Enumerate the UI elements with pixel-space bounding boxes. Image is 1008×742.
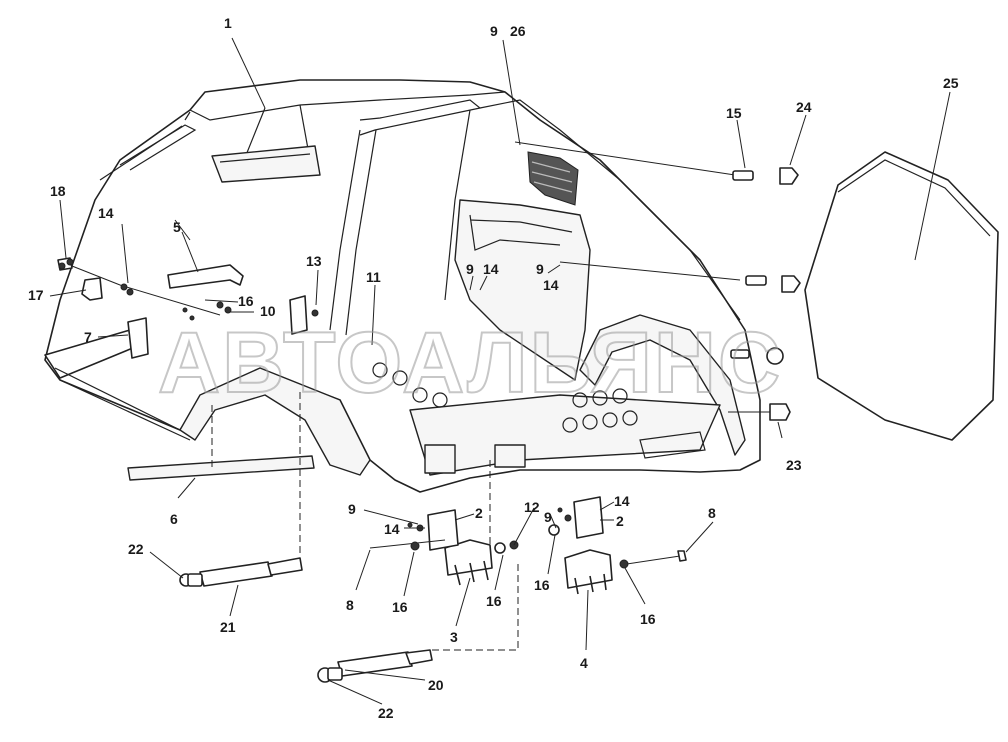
callout-16-left: 16 xyxy=(392,599,408,615)
callout-leader-lines xyxy=(49,37,951,705)
callout-16-right-a: 16 xyxy=(534,577,550,593)
left-latch-assembly xyxy=(57,257,221,321)
seal-strip xyxy=(127,455,315,481)
callout-labels: 1 9 26 25 15 24 18 14 5 17 16 10 13 11 7… xyxy=(28,15,959,721)
callout-8-left: 8 xyxy=(346,597,354,613)
callout-25: 25 xyxy=(943,75,959,91)
hinge-blocks xyxy=(127,295,319,359)
callout-24: 24 xyxy=(796,99,812,115)
callout-22-upper: 22 xyxy=(128,541,144,557)
callout-1: 1 xyxy=(224,15,232,31)
callout-2-bracket-left: 2 xyxy=(475,505,483,521)
callout-14-bracket-left: 14 xyxy=(384,521,400,537)
assembly-dashed-lines xyxy=(211,392,519,651)
callout-4: 4 xyxy=(580,655,588,671)
window-fasteners xyxy=(514,141,801,421)
callout-14-window-right: 14 xyxy=(543,277,559,293)
callout-10: 10 xyxy=(260,303,276,319)
side-window-panel xyxy=(804,151,999,441)
gas-strut-upper xyxy=(179,557,303,587)
callout-11: 11 xyxy=(366,269,381,285)
callout-9-bracket-right: 9 xyxy=(544,509,552,525)
callout-7: 7 xyxy=(84,329,92,345)
callout-26: 26 xyxy=(510,23,526,39)
callout-14-window-left: 14 xyxy=(483,261,499,277)
callout-22-lower: 22 xyxy=(378,705,394,721)
vent-grille xyxy=(527,151,579,206)
lower-hinge-bracket-right xyxy=(548,496,687,595)
callout-23: 23 xyxy=(786,457,802,473)
hood-body xyxy=(44,79,761,493)
callout-17: 17 xyxy=(28,287,44,303)
callout-18: 18 xyxy=(50,183,66,199)
grab-handle xyxy=(167,219,244,289)
callout-5: 5 xyxy=(173,219,181,235)
callout-8-right: 8 xyxy=(708,505,716,521)
callout-9: 9 xyxy=(490,23,498,39)
callout-14-bracket-right: 14 xyxy=(614,493,630,509)
callout-9-bracket-left: 9 xyxy=(348,501,356,517)
callout-16-right-b: 16 xyxy=(640,611,656,627)
callout-2-bracket-right: 2 xyxy=(616,513,624,529)
callout-9-window-right: 9 xyxy=(536,261,544,277)
callout-3: 3 xyxy=(450,629,458,645)
callout-14: 14 xyxy=(98,205,114,221)
callout-16: 16 xyxy=(238,293,254,309)
front-panel-holes xyxy=(372,362,638,433)
callout-9-window-left: 9 xyxy=(466,261,474,277)
callout-12: 12 xyxy=(524,499,540,515)
callout-6: 6 xyxy=(170,511,178,527)
callout-15: 15 xyxy=(726,105,742,121)
callout-13: 13 xyxy=(306,253,322,269)
callout-21: 21 xyxy=(220,619,236,635)
gas-strut-lower xyxy=(317,649,433,683)
callout-20: 20 xyxy=(428,677,444,693)
watermark: АВТОАЛЬЯНС xyxy=(158,315,782,411)
callout-16-center: 16 xyxy=(486,593,502,609)
